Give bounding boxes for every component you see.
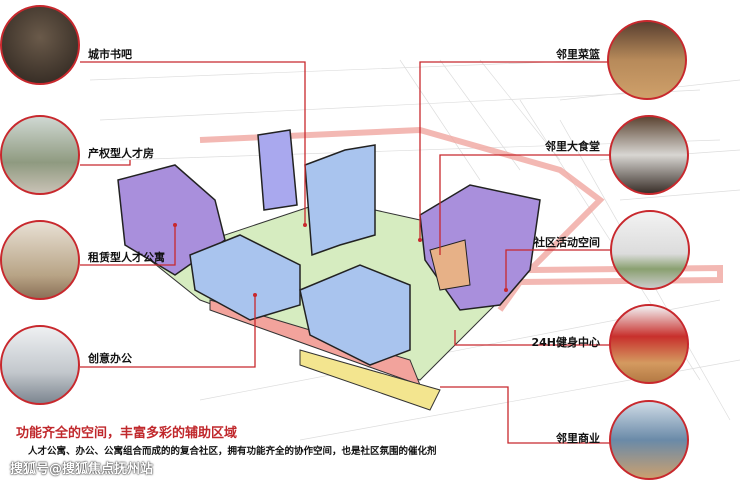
office-tower-2 xyxy=(304,144,376,257)
photo-property-talent-housing xyxy=(0,115,80,195)
office-block-right xyxy=(299,264,411,366)
connector-dots xyxy=(173,223,508,297)
photo-neighborhood-grocery xyxy=(607,20,687,100)
label-neighborhood-grocery: 邻里菜篮 xyxy=(556,48,600,61)
photo-neighborhood-commerce xyxy=(609,400,689,480)
photo-24h-gym xyxy=(609,304,689,384)
connector-lines xyxy=(80,61,610,444)
section-heading: 功能齐全的空间，丰富多彩的辅助区域 xyxy=(16,426,238,441)
watermark: 搜狐号@搜狐焦点抚州站 xyxy=(10,462,154,477)
podium-layer-yellow xyxy=(299,349,441,411)
photo-community-activity-space xyxy=(610,210,690,290)
photo-neighborhood-canteen xyxy=(609,115,689,195)
label-creative-office: 创意办公 xyxy=(88,352,132,365)
label-city-bookbar: 城市书吧 xyxy=(88,48,132,61)
photo-rental-talent-apartment xyxy=(0,220,80,300)
photo-city-bookbar xyxy=(0,5,80,85)
office-tower-1 xyxy=(257,129,298,211)
label-neighborhood-canteen: 邻里大食堂 xyxy=(545,140,600,153)
label-property-talent-housing: 产权型人才房 xyxy=(88,147,154,160)
label-24h-gym: 24H健身中心 xyxy=(531,336,600,349)
section-caption: 人才公寓、办公、公寓组合而成的的复合社区，拥有功能齐全的协作空间，也是社区氛围的… xyxy=(28,446,437,457)
walkway-path xyxy=(199,126,723,312)
photo-creative-office xyxy=(0,325,80,405)
label-community-activity-space: 社区活动空间 xyxy=(534,236,600,249)
label-rental-talent-apartment: 租赁型人才公寓 xyxy=(88,251,165,264)
label-neighborhood-commerce: 邻里商业 xyxy=(556,432,600,445)
residential-block-left xyxy=(117,164,226,276)
office-block-center xyxy=(189,234,301,321)
